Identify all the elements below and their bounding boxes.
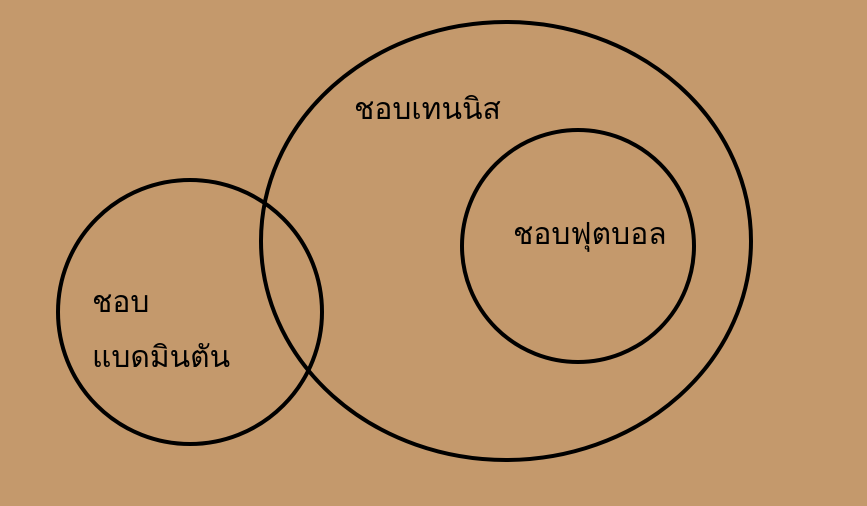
badminton-set-ellipse xyxy=(56,178,324,446)
badminton-set-label-line1: ชอบ xyxy=(92,285,150,320)
football-set-label: ชอบฟุตบอล xyxy=(513,217,667,252)
badminton-set-label-line2: แบดมินตัน xyxy=(92,340,231,375)
tennis-set-ellipse xyxy=(259,20,753,462)
football-set-circle xyxy=(460,128,696,364)
tennis-set-label: ชอบเทนนิส xyxy=(354,92,501,127)
